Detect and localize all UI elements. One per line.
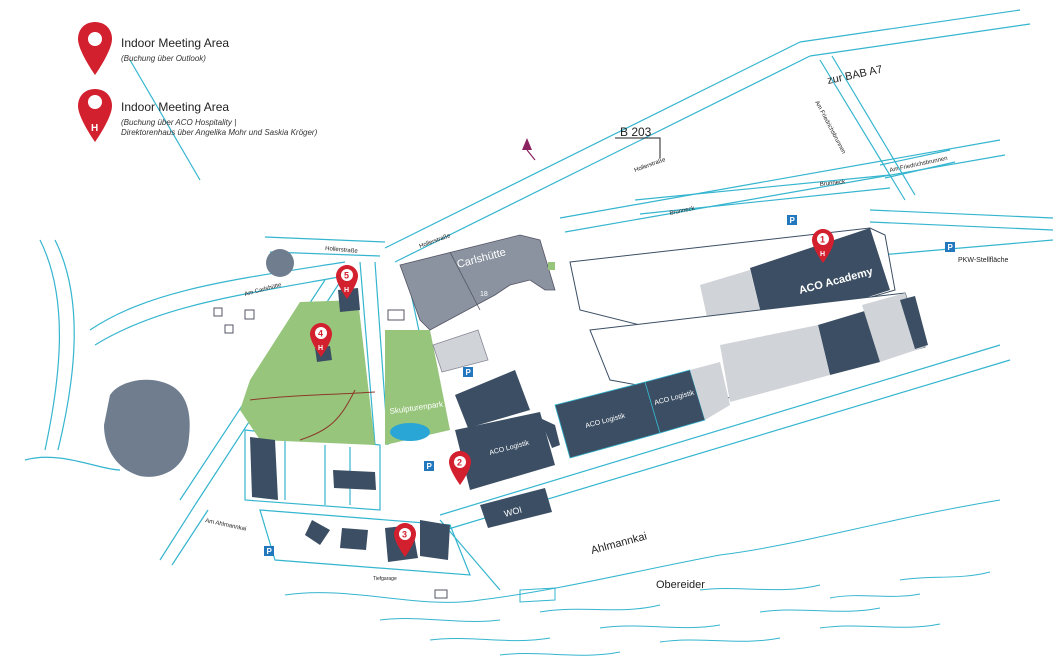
legend-item-subtitle-line1: (Buchung über ACO Hospitality | xyxy=(121,118,237,127)
parking-icon: P xyxy=(463,367,473,377)
label-ahlmannkai: Ahlmannkai xyxy=(590,530,649,556)
label-brunneck-1: Brunneck xyxy=(669,206,696,217)
location-pin-h-icon: H xyxy=(78,89,112,142)
label-carlshuette-no: 18 xyxy=(480,291,488,298)
parking-icon: P xyxy=(424,461,434,471)
label-woi: WOI xyxy=(503,505,523,519)
legend-item-title: Indoor Meeting Area xyxy=(121,100,230,114)
label-hollerstrasse-1: Hollerstraße xyxy=(634,157,667,174)
legend-item-subtitle: (Buchung über Outlook) xyxy=(121,54,206,63)
svg-text:P: P xyxy=(427,462,433,471)
parking-icon: P xyxy=(264,546,274,556)
parking-icon: P xyxy=(787,215,797,225)
svg-text:P: P xyxy=(790,216,796,225)
legend-item-title: Indoor Meeting Area xyxy=(121,36,230,50)
label-am-carlshuette: Am Carlshütte xyxy=(244,282,283,298)
north-arrow xyxy=(522,138,536,161)
parking-signs: P P P P P xyxy=(264,215,955,556)
water-lines xyxy=(284,499,1001,656)
label-hollerstrasse-3: Hollerstraße xyxy=(325,246,359,255)
label-pkw-stellflaeche: PKW-Stellfläche xyxy=(958,257,1009,264)
label-zur-bab: zur BAB A7 xyxy=(826,63,884,86)
legend-markers: H xyxy=(78,22,112,142)
svg-text:P: P xyxy=(267,547,273,556)
label-brunneck-2: Brunneck xyxy=(820,179,847,188)
road-network xyxy=(24,9,1053,591)
pond xyxy=(390,423,430,441)
label-hollerstrasse-2: Hollerstraße xyxy=(419,233,452,250)
svg-text:P: P xyxy=(948,243,954,252)
legend-item-subtitle-line2: Direktorenhaus über Angelika Mohr und Sa… xyxy=(121,128,318,137)
label-am-friedrichsbrunnen-1: Am Friedrichsbrunnen xyxy=(813,100,846,155)
svg-text:P: P xyxy=(466,368,472,377)
round-structures xyxy=(104,249,294,477)
location-pin-icon xyxy=(78,22,112,75)
label-tiefgarage: Tiefgarage xyxy=(373,576,397,582)
svg-text:H: H xyxy=(91,123,98,134)
parking-icon: P xyxy=(945,242,955,252)
label-obereider: Obereider xyxy=(656,579,705,591)
b203-leader xyxy=(615,137,661,158)
label-am-ahlmannkai: Am Ahlmannkai xyxy=(205,518,247,533)
green-areas xyxy=(240,300,450,445)
label-b203: B 203 xyxy=(620,125,652,139)
